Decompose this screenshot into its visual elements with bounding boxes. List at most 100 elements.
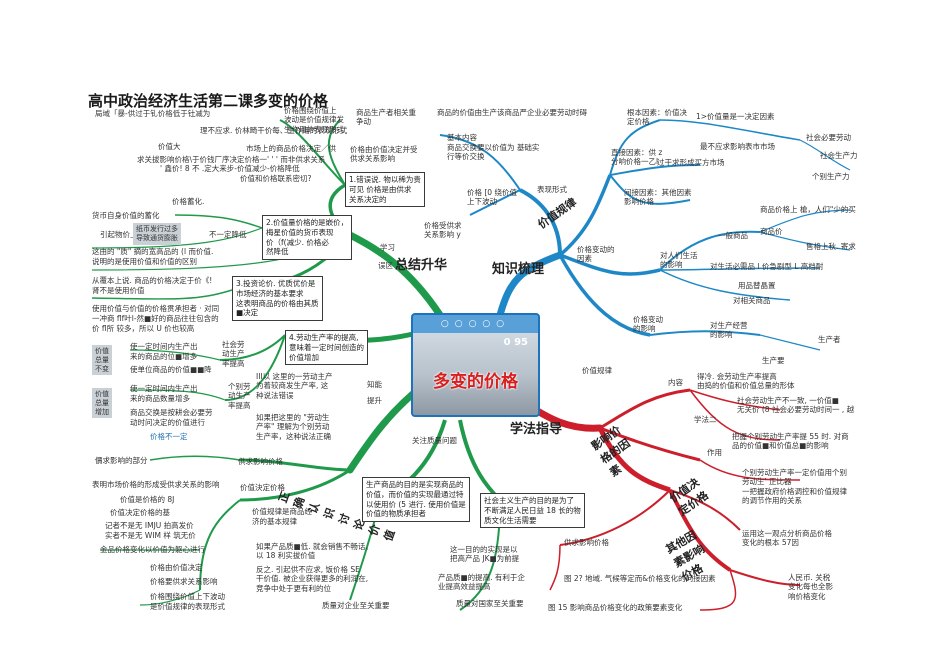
branch-method: 学法指导	[510, 422, 563, 437]
right-text: 图 2? 地域. 气候等定而&价格变化的问接因素	[564, 574, 716, 583]
left-text: 引起物价上珠	[100, 230, 145, 239]
mid-text: 如果把这里的 "劳动生 产率" 理解为个别劳动 生产率，这种说法正确	[256, 413, 331, 441]
branch-knowledge: 知识梳理	[492, 262, 545, 277]
left-text: 价值和价格联系密切?	[240, 174, 312, 183]
mid-text: 价格由价值决定并受 供求关系影响	[350, 145, 418, 164]
left-text: 市场上的商品价格决定／供	[246, 144, 336, 153]
bottom-text: 产品质■的提高. 有利于企 业提高效益提高	[438, 573, 525, 592]
mid-text: 关注质量问题	[412, 436, 457, 445]
mid-text: III以 这里的一劳动主产 为着较商发生产率, 这 种说法错误	[256, 372, 333, 400]
right-text: 基本内容	[447, 133, 477, 142]
mid-text: 个别劳 动生产 率提高	[228, 382, 251, 410]
mid-text: 提升	[367, 396, 382, 405]
right-text: 一般商品	[718, 231, 748, 240]
left-text: 价值决定价格的基	[110, 508, 170, 517]
left-text: 金品价格变化以价值为躯心进行	[100, 545, 205, 554]
right-text: 价格变动 的影响	[633, 315, 663, 334]
left-text: 价格不一定	[150, 432, 188, 441]
left-text: 价格蓄化.	[172, 197, 205, 206]
left-text: ' 鑫价! 8 不 .定大来步-价值减少-价格降低	[160, 164, 300, 173]
bottom-text: 反之. 引起供不应求, 饭价格 SE 干价值. 被企业获得更多的利润在, 竞争中…	[256, 565, 369, 593]
left-text: 局域「暴-供过于钆价格低于钍减为	[95, 109, 211, 118]
left-text: 说明的是使用价值和价值的区别	[92, 257, 197, 266]
right-text: 商品的价值由生产该商品严企业必要劳动时碍	[437, 108, 587, 117]
left-text: 價求影响的部分	[95, 456, 148, 465]
left-text: 肾不是使用价值	[92, 286, 145, 295]
right-text: 社会必要劳动	[806, 133, 851, 142]
left-text: 价值规律是商品经	[252, 507, 312, 516]
left-text: 价值大	[158, 142, 181, 151]
left-text: 价格要供求关系影响	[150, 577, 218, 586]
right-text: 价格 [0 绕价值 上下波动	[467, 188, 517, 207]
left-text: 求关拔影响价格\于价钱厂序决定价格一' ' ' 而非供求关系	[137, 155, 326, 164]
right-text: 把握个别劳动生产率提 55 时. 对商 品的价值■和价值总■的影响	[732, 432, 849, 451]
right-text: 社会生产力	[820, 151, 858, 160]
right-text: 生产者	[818, 335, 841, 344]
left-text: 商品交换是按耕会必要劳	[130, 408, 213, 417]
center-number: 0 95	[503, 337, 528, 348]
left-text: 不一定降低	[209, 230, 247, 239]
left-text: 使用价值与价值的价格贯承担者 · 对同	[92, 304, 220, 313]
purpose-box-1: 生产商品的目的是实现商品的 价值，而价值的实现最通过特 以使用价 (5 进行. …	[362, 477, 470, 522]
bottom-text: 这一目的的实现是以 把高产品 JK■为前提	[450, 545, 520, 564]
left-text: 实者不是无 WIM 样 筑无价	[105, 531, 196, 540]
right-text: 价格变动的 因素	[577, 245, 615, 264]
right-text: 供求影响价格	[564, 538, 609, 547]
left-text: 价格由价值决定	[150, 563, 203, 572]
right-text: 价值规律	[582, 366, 612, 375]
left-text: 来的商品数量增多	[130, 394, 190, 403]
bottom-text: 如果产品质■低. 就会销售不畅话、 以 18 利实拔价值	[256, 542, 373, 561]
left-text: 使一定时间内生产出	[130, 384, 198, 393]
right-text: 个别生产力	[812, 172, 850, 181]
misconception-box-2: 2.价值量价格的是嵌价， 梅星价值的货币表现 价（f(减少. 价格必 然降低	[262, 215, 353, 260]
left-text: 理不应求. 价林畸干价每、生作用的表现形式	[200, 126, 348, 135]
right-text: 商品交换要以价值为 基础实 行等价交换	[447, 143, 540, 162]
left-text: 从覆本上说. 商品的价格决定于价《!	[92, 276, 213, 285]
mid-text: 商品生产者相关重 争动	[356, 108, 416, 127]
right-text: 人民币. 关税 变化每也全影 响价格变化	[788, 573, 833, 601]
right-text: 得冷. 会劳动生产率提高 由捣的价值和价值总量的形体	[697, 372, 795, 391]
left-text: 记者不是无 IMJU 拍高发价	[105, 521, 194, 530]
left-text: 货币自身价值的蓄化	[92, 211, 160, 220]
left-text: 这由的 "质" 摘的宽高品的 (l 而价值.	[92, 247, 214, 256]
center-label: 多变的价格	[433, 372, 518, 392]
right-text: 直接因素：供 z 分响价格一乙l	[611, 148, 663, 167]
left-text: 供求影响价格	[238, 457, 283, 466]
left-text: 使一定时间内生产出	[130, 342, 198, 351]
left-text: 是价值规律的表现形式	[150, 602, 225, 611]
left-text: 动时问决定的价值进行	[130, 418, 205, 427]
right-text: 图 15 影响商品价格变化的政策要素变化	[548, 603, 683, 612]
right-text: 间接因素：其他因素 影响价格	[624, 188, 692, 207]
misconception-box-1: 1.错误说. 物以稀为贵 可见 价格是由供求 关系决定的	[345, 172, 425, 208]
right-text: 学法二	[694, 415, 717, 424]
mid-text: 社会劳 动生产 率提高	[222, 340, 245, 368]
calendar-rings-icon: ○○○○○	[440, 319, 511, 329]
right-text: 对人们生活 的影响	[660, 251, 698, 270]
right-text: 个别劳动生产率一定价值用个别 劳动生' 正比器 一把握政府价格调控和价值规律 的…	[742, 468, 847, 506]
right-text: 价格受供求 关系影响 y	[424, 221, 462, 240]
left-text: 价格围绕价值上下波动	[150, 592, 225, 601]
bottom-text: 质量对企业至关重要	[322, 601, 390, 610]
right-text: 1>价值量是一决定因素	[696, 112, 775, 121]
left-text: 表明市场价格的形成受供求关系的影响	[92, 480, 220, 489]
right-text: 社会劳动生产不一致, 一价值■ 无关价 (8 社会必要劳动时间一 , 越	[737, 396, 855, 415]
page-title: 高中政治经济生活第二课多变的价格	[88, 92, 329, 110]
left-text: 价 fl所 较多，所以 U 价也较高	[92, 324, 195, 333]
right-text: 对相关商品	[733, 296, 771, 305]
right-text: 最不应求影响表市市场	[700, 142, 775, 151]
note-box-value-unchanged: 价值 总量 不变	[92, 345, 112, 376]
left-text: 济的基本规律	[252, 517, 297, 526]
left-text: 来的商品的位■增多	[130, 352, 198, 361]
right-text: 售格上秋. 寄求	[806, 242, 856, 251]
note-box-value-increase: 价值 总量 增加	[92, 388, 112, 419]
right-text: 对生产经营 的影响	[710, 321, 748, 340]
right-text: 过干求形成买方市场	[657, 158, 725, 167]
right-text: 内容	[668, 378, 683, 387]
misconception-box-3: 3.投资论价. 优质优价是 市场经济的基本要求 这表明商品的价格由其质 ■决定	[232, 276, 323, 321]
bottom-text: 质量对国家至关重要	[456, 599, 524, 608]
left-text: 一冲商 flf叶l-然■好的商品往往包含的	[92, 314, 219, 323]
left-text: 价值是价格的 8J	[120, 495, 175, 504]
right-text: 根本因素：价值决 定价格	[627, 108, 687, 127]
left-text: 价值決定价格	[240, 483, 285, 492]
